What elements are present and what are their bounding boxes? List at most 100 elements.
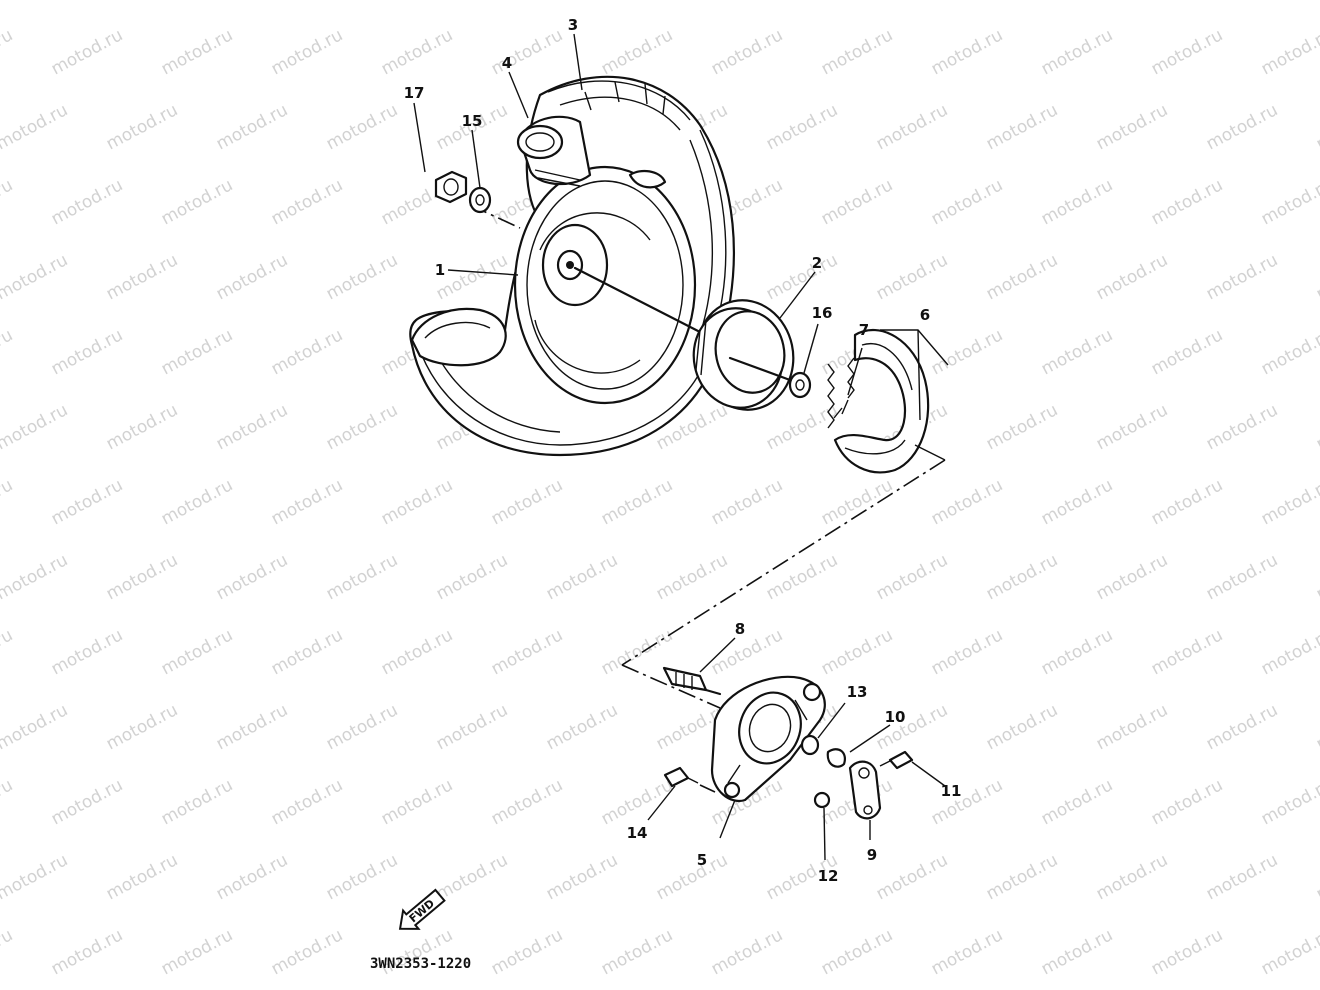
brake-camshaft: [662, 666, 708, 692]
watermark-text: motod.ru: [323, 100, 401, 154]
watermark-text: motod.ru: [158, 25, 236, 79]
leader-lines: [413, 33, 946, 861]
watermark-text: motod.ru: [1038, 25, 1116, 79]
callout-14: 14: [627, 824, 648, 842]
watermark-text: motod.ru: [763, 400, 841, 454]
watermark-text: motod.ru: [158, 925, 236, 979]
watermark-text: motod.ru: [708, 25, 786, 79]
watermark-text: motod.ru: [103, 0, 181, 4]
circlip: [826, 748, 846, 768]
watermark-text: motod.ru: [653, 850, 731, 904]
watermark-text: motod.ru: [1038, 475, 1116, 529]
watermark-text: motod.ru: [598, 925, 676, 979]
watermark-text: motod.ru: [268, 775, 346, 829]
watermark-text: motod.ru: [543, 0, 621, 4]
watermark-text: motod.ru: [0, 100, 71, 154]
watermark-text: motod.ru: [378, 625, 456, 679]
watermark-text: motod.ru: [268, 625, 346, 679]
watermark-text: motod.ru: [983, 400, 1061, 454]
watermark-text: motod.ru: [488, 625, 566, 679]
watermark-text: motod.ru: [1203, 400, 1281, 454]
cam-washer: [800, 734, 820, 756]
watermark-text: motod.ru: [268, 925, 346, 979]
watermark-text: motod.ru: [0, 0, 71, 4]
watermark-text: motod.ru: [598, 475, 676, 529]
watermark-text: motod.ru: [543, 550, 621, 604]
brake-drum-seal: [692, 299, 795, 411]
watermark-text: motod.ru: [1203, 0, 1281, 4]
watermark-text: motod.ru: [1093, 700, 1171, 754]
watermark-text: motod.ru: [213, 700, 291, 754]
watermark-text: motod.ru: [1258, 775, 1320, 829]
watermark-text: motod.ru: [488, 775, 566, 829]
callout-6: 6: [920, 306, 930, 324]
watermark-text: motod.ru: [1038, 925, 1116, 979]
callout-10: 10: [885, 708, 906, 726]
watermark-text: motod.ru: [763, 250, 841, 304]
watermark-text: motod.ru: [488, 475, 566, 529]
watermark-text: motod.ru: [1258, 925, 1320, 979]
watermark-text: motod.ru: [48, 175, 126, 229]
watermark-text: motod.ru: [1313, 100, 1320, 154]
watermark-text: motod.ru: [653, 550, 731, 604]
callout-12: 12: [818, 867, 839, 885]
watermark-text: motod.ru: [928, 325, 1006, 379]
watermark-text: motod.ru: [268, 25, 346, 79]
watermark-text: motod.ru: [213, 850, 291, 904]
watermark-text: motod.ru: [598, 775, 676, 829]
watermark-text: motod.ru: [1313, 400, 1320, 454]
watermark-text: motod.ru: [1313, 250, 1320, 304]
watermark-text: motod.ru: [1258, 475, 1320, 529]
watermark-text: motod.ru: [708, 925, 786, 979]
watermark-text: motod.ru: [873, 850, 951, 904]
watermark-text: motod.ru: [158, 175, 236, 229]
watermark-text: motod.ru: [1038, 325, 1116, 379]
watermark-text: motod.ru: [0, 25, 16, 79]
watermark-text: motod.ru: [1148, 325, 1226, 379]
watermark-text: motod.ru: [818, 625, 896, 679]
watermark-text: motod.ru: [708, 475, 786, 529]
callout-16: 16: [812, 304, 833, 322]
watermark-text: motod.ru: [0, 325, 16, 379]
callout-3: 3: [568, 16, 578, 34]
watermark-text: motod.ru: [103, 550, 181, 604]
brake-shoe-kit: [827, 329, 930, 474]
watermark-text: motod.ru: [873, 0, 951, 4]
watermark-text: motod.ru: [1038, 625, 1116, 679]
watermark-text: motod.ru: [763, 100, 841, 154]
watermark-text: motod.ru: [103, 850, 181, 904]
watermark-text: motod.ru: [1093, 850, 1171, 904]
watermark-text: motod.ru: [983, 100, 1061, 154]
watermark-text: motod.ru: [928, 925, 1006, 979]
watermark-text: motod.ru: [1203, 550, 1281, 604]
watermark-text: motod.ru: [818, 175, 896, 229]
watermark-text: motod.ru: [103, 700, 181, 754]
washer: [468, 186, 492, 214]
watermark-text: motod.ru: [983, 850, 1061, 904]
watermark-text: motod.ru: [213, 100, 291, 154]
watermark-text: motod.ru: [323, 400, 401, 454]
watermark-text: motod.ru: [488, 25, 566, 79]
watermark-text: motod.ru: [433, 0, 511, 4]
watermark-text: motod.ru: [433, 850, 511, 904]
watermark-text: motod.ru: [1313, 700, 1320, 754]
watermark-text: motod.ru: [378, 775, 456, 829]
watermark-text: motod.ru: [1148, 25, 1226, 79]
watermark-text: motod.ru: [1148, 175, 1226, 229]
callout-17: 17: [404, 84, 425, 102]
callout-11: 11: [941, 782, 962, 800]
callout-15: 15: [462, 112, 483, 130]
watermark-text: motod.ru: [1313, 850, 1320, 904]
watermark-text: motod.ru: [928, 625, 1006, 679]
watermark-text: motod.ru: [48, 325, 126, 379]
watermark-text: motod.ru: [1038, 175, 1116, 229]
watermark-text: motod.ru: [0, 550, 71, 604]
watermark-text: motod.ru: [763, 0, 841, 4]
watermark-text: motod.ru: [488, 925, 566, 979]
watermark-text: motod.ru: [48, 925, 126, 979]
watermark-text: motod.ru: [1203, 700, 1281, 754]
watermark-text: motod.ru: [213, 0, 291, 4]
watermark-text: motod.ru: [818, 25, 896, 79]
watermark-text: motod.ru: [158, 475, 236, 529]
